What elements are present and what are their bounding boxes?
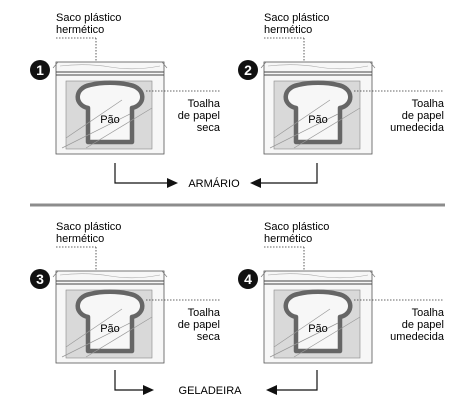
number-badge-label: 4 [244, 271, 252, 287]
number-badge [238, 269, 258, 289]
towel-label-line2: de papel [402, 110, 444, 122]
number-badge-label: 1 [36, 62, 44, 78]
arrowhead-left [266, 385, 277, 395]
bag-label-line1: Saco plástico [56, 221, 121, 233]
bread-label: Pão [308, 323, 328, 335]
arrowhead-left [250, 178, 261, 188]
bag-label-line1: Saco plástico [56, 12, 121, 24]
connector-left [114, 370, 146, 391]
bag-icon [261, 271, 375, 363]
number-badge [30, 269, 50, 289]
panel-2: Saco plástico hermético 2 Pão Toalha de … [238, 12, 445, 154]
towel-label-line2: de papel [402, 319, 444, 331]
group-label: GELADEIRA [179, 385, 243, 397]
bag-label-line2: hermético [56, 24, 104, 36]
bag-label-line2: hermético [264, 24, 312, 36]
number-badge [238, 60, 258, 80]
panel-3: Saco plástico hermético 3 Pão Toalha de … [30, 221, 221, 363]
bag-label-line1: Saco plástico [264, 221, 329, 233]
towel-label-line2: de papel [178, 319, 220, 331]
bag-label-line1: Saco plástico [264, 12, 329, 24]
towel-label-line3: umedecida [390, 122, 445, 134]
number-badge-label: 3 [36, 271, 44, 287]
group-connector-armario: ARMÁRIO [114, 163, 318, 190]
bread-label: Pão [100, 114, 120, 126]
bag-icon [53, 271, 167, 363]
number-badge-label: 2 [244, 62, 252, 78]
number-badge [30, 60, 50, 80]
bread-label: Pão [308, 114, 328, 126]
group-label: ARMÁRIO [188, 177, 240, 190]
towel-label-line3: umedecida [390, 331, 445, 343]
arrowhead-right [167, 178, 178, 188]
bag-label-line2: hermético [264, 233, 312, 245]
connector-right [258, 163, 318, 184]
connector-right [274, 370, 318, 391]
connector-left [114, 163, 170, 184]
panel-1: Saco plástico hermético 1 Pão Toalha de … [30, 12, 221, 154]
group-connector-geladeira: GELADEIRA [114, 370, 318, 397]
towel-label-line3: seca [197, 331, 221, 343]
bread-label: Pão [100, 323, 120, 335]
towel-label-line1: Toalha [188, 98, 221, 110]
towel-label-line1: Toalha [188, 307, 221, 319]
towel-label-line3: seca [197, 122, 221, 134]
bag-label-line2: hermético [56, 233, 104, 245]
towel-label-line1: Toalha [412, 98, 445, 110]
arrowhead-right [143, 385, 154, 395]
panel-4: Saco plástico hermético 4 Pão Toalha de … [238, 221, 445, 363]
towel-label-line2: de papel [178, 110, 220, 122]
bag-icon [53, 62, 167, 154]
bag-icon [261, 62, 375, 154]
towel-label-line1: Toalha [412, 307, 445, 319]
